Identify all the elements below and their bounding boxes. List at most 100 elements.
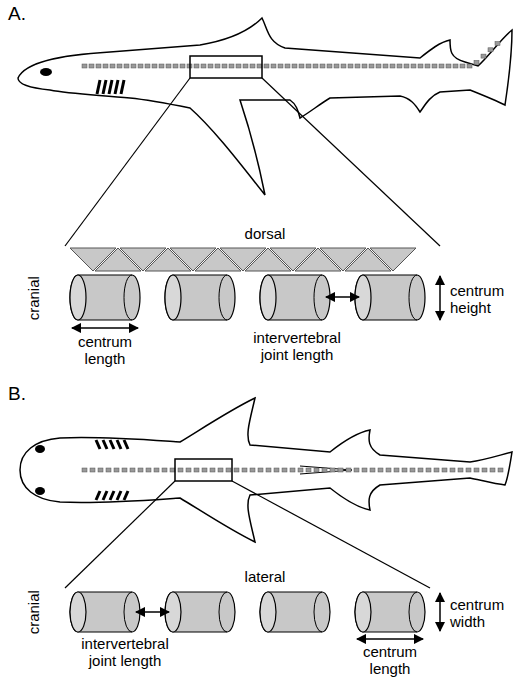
vertebra (159, 64, 164, 68)
vertebral-column (82, 42, 500, 69)
vertebra (439, 64, 444, 68)
vertebra (236, 64, 241, 68)
vertebra (242, 468, 247, 472)
centrum-face (314, 592, 322, 632)
vertebra (348, 64, 353, 68)
vertebra (274, 468, 279, 472)
dimension-label: intervertebral joint length (241, 330, 353, 363)
centrum-face (70, 592, 86, 632)
vertebra (354, 468, 359, 472)
dimension-label: centrum width (450, 597, 514, 630)
vertebra (411, 64, 416, 68)
vertebra (82, 64, 87, 68)
vertebra (386, 468, 391, 472)
vertebra (482, 468, 487, 472)
vertebra (390, 64, 395, 68)
vertebra (488, 48, 493, 52)
vertebra (313, 64, 318, 68)
vertebra (397, 64, 402, 68)
vertebra (215, 64, 220, 68)
vertebra (264, 64, 269, 68)
vertebra (250, 64, 255, 68)
centrum (165, 592, 235, 632)
zoom-box (175, 459, 232, 481)
vertebra (362, 468, 367, 472)
vertebra (446, 64, 451, 68)
vertebra (292, 64, 297, 68)
vertebra (278, 64, 283, 68)
vertebra (467, 64, 472, 68)
vertebra (362, 64, 367, 68)
centrum-face (165, 275, 181, 320)
direction-label: cranial (26, 276, 43, 320)
centrum (260, 275, 330, 320)
shark-lateral (18, 18, 512, 195)
vertebra (178, 468, 183, 472)
centrum-face (409, 592, 417, 632)
vertebra (338, 468, 343, 472)
vertebra (306, 468, 311, 472)
vertebral-centra (70, 275, 425, 320)
vertebra (138, 64, 143, 68)
vertebra (466, 468, 471, 472)
vertebra (322, 468, 327, 472)
vertebra (152, 64, 157, 68)
eye (35, 445, 45, 453)
centrum (355, 275, 425, 320)
vertebra (138, 468, 143, 472)
vertebra (285, 64, 290, 68)
vertebra (458, 468, 463, 472)
eye (40, 68, 52, 76)
panel-letter: A. (8, 4, 26, 25)
vertebra (162, 468, 167, 472)
vertebra (426, 468, 431, 472)
vertebra (314, 468, 319, 472)
vertebra (90, 468, 95, 472)
centrum-face (124, 592, 132, 632)
vertebra (378, 468, 383, 472)
dimension-label: intervertebral joint length (69, 636, 181, 669)
vertebra (498, 468, 503, 472)
vertebra (327, 64, 332, 68)
vertebra (234, 468, 239, 472)
vertebra (122, 468, 127, 472)
vertebra (410, 468, 415, 472)
vertebra (341, 64, 346, 68)
vertebra (194, 64, 199, 68)
vertebra (495, 42, 500, 46)
vertebra (173, 64, 178, 68)
vertebra (320, 64, 325, 68)
vertebra (306, 64, 311, 68)
vertebra (201, 64, 206, 68)
vertebra (418, 64, 423, 68)
vertebra (450, 468, 455, 472)
vertebra (218, 468, 223, 472)
direction-label: cranial (26, 590, 43, 634)
vertebra (282, 468, 287, 472)
vertebra (258, 468, 263, 472)
zoom-line (262, 78, 440, 246)
view-label: dorsal (220, 226, 310, 243)
vertebra (208, 64, 213, 68)
vertebra (266, 468, 271, 472)
vertebra (460, 64, 465, 68)
vertebra (290, 468, 295, 472)
centrum-face (355, 592, 371, 632)
vertebra (202, 468, 207, 472)
vertebra (425, 64, 430, 68)
vertebra (194, 468, 199, 472)
vertebra (110, 64, 115, 68)
vertebra (330, 468, 335, 472)
centrum-face (409, 275, 417, 320)
vertebra (369, 64, 374, 68)
vertebral-column (82, 468, 503, 472)
vertebra (474, 468, 479, 472)
vertebra (186, 468, 191, 472)
vertebra (222, 64, 227, 68)
zoom-line (65, 78, 190, 246)
centrum-face (314, 275, 322, 320)
shark-dorsal (20, 398, 512, 542)
vertebra (131, 64, 136, 68)
vertebra (89, 64, 94, 68)
vertebra (402, 468, 407, 472)
